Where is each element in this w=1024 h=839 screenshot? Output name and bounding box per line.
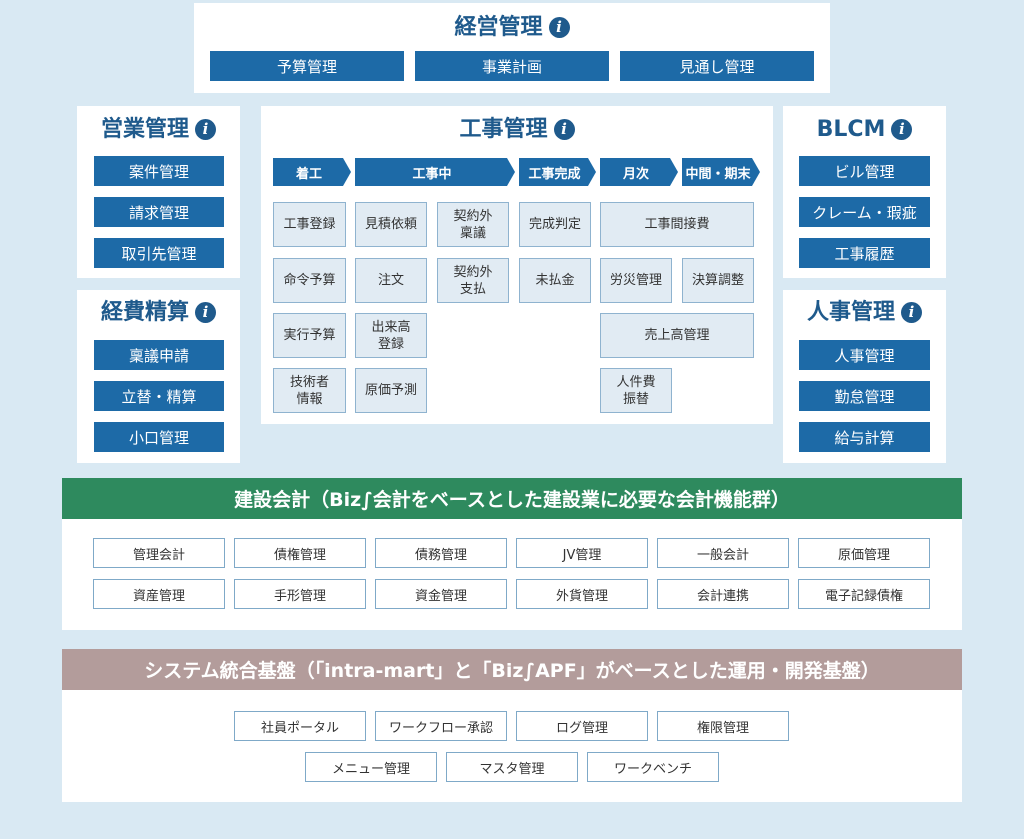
construction-cell[interactable]: 契約外 支払 [437,258,509,303]
expense-title: 経費精算 [100,300,189,325]
client-management-button[interactable]: 取引先管理 [94,238,224,268]
accounting-item[interactable]: 債務管理 [375,538,507,568]
construction-cell[interactable]: 命令予算 [273,258,346,303]
construction-cell[interactable]: 工事登録 [273,202,346,247]
building-management-button[interactable]: ビル管理 [799,156,930,186]
hr-heading: 人事管理 i [783,300,946,326]
phase-completion[interactable]: 工事完成 [519,158,596,186]
reimbursement-button[interactable]: 立替・精算 [94,381,224,411]
phase-monthly[interactable]: 月次 [600,158,678,186]
info-icon[interactable]: i [891,119,913,140]
construction-cell[interactable]: 注文 [355,258,427,303]
info-icon[interactable]: i [553,119,575,140]
construction-cell[interactable]: 契約外 稟議 [437,202,509,247]
accounting-item[interactable]: 資金管理 [375,579,507,609]
hr-title: 人事管理 [806,300,895,325]
construction-cell[interactable]: 決算調整 [682,258,754,303]
attendance-management-button[interactable]: 勤怠管理 [799,381,930,411]
system-item[interactable]: ワークフロー承認 [375,711,507,741]
accounting-item[interactable]: 電子記録債権 [798,579,930,609]
construction-cell[interactable]: 原価予測 [355,368,427,413]
sales-panel: 営業管理 i 案件管理 請求管理 取引先管理 [77,106,240,278]
phase-interim-term[interactable]: 中間・期末 [682,158,760,186]
construction-cell[interactable]: 工事間接費 [600,202,754,247]
forecast-button[interactable]: 見通し管理 [620,51,814,81]
system-banner: システム統合基盤（「intra-mart」と「Biz∫APF」がベースとした運用… [62,649,962,690]
construction-cell[interactable]: 完成判定 [519,202,591,247]
system-item[interactable]: 社員ポータル [234,711,366,741]
construction-cell[interactable]: 技術者 情報 [273,368,346,413]
system-item[interactable]: メニュー管理 [305,752,437,782]
case-management-button[interactable]: 案件管理 [94,156,224,186]
phase-in-progress[interactable]: 工事中 [355,158,515,186]
budget-button[interactable]: 予算管理 [210,51,404,81]
accounting-banner: 建設会計（Biz∫会計をベースとした建設業に必要な会計機能群） [62,478,962,519]
accounting-item[interactable]: JV管理 [516,538,648,568]
business-plan-button[interactable]: 事業計画 [415,51,609,81]
accounting-item[interactable]: 会計連携 [657,579,789,609]
payroll-button[interactable]: 給与計算 [799,422,930,452]
construction-cell[interactable]: 実行予算 [273,313,346,358]
construction-title: 工事管理 [459,117,548,142]
sales-heading: 営業管理 i [77,117,240,143]
approval-request-button[interactable]: 稟議申請 [94,340,224,370]
construction-cell[interactable]: 売上高管理 [600,313,754,358]
petty-cash-button[interactable]: 小口管理 [94,422,224,452]
expense-heading: 経費精算 i [77,300,240,326]
accounting-item[interactable]: 原価管理 [798,538,930,568]
system-item[interactable]: ワークベンチ [587,752,719,782]
construction-cell[interactable]: 出来高 登録 [355,313,427,358]
construction-cell[interactable]: 見積依頼 [355,202,427,247]
claim-defect-button[interactable]: クレーム・瑕疵 [799,197,930,227]
phase-start[interactable]: 着工 [273,158,351,186]
construction-cell[interactable]: 未払金 [519,258,591,303]
billing-management-button[interactable]: 請求管理 [94,197,224,227]
info-icon[interactable]: i [195,119,216,140]
accounting-item[interactable]: 外貨管理 [516,579,648,609]
construction-cell[interactable]: 人件費 振替 [600,368,672,413]
system-item[interactable]: 権限管理 [657,711,789,741]
accounting-item[interactable]: 手形管理 [234,579,366,609]
accounting-item[interactable]: 資産管理 [93,579,225,609]
blcm-title: BLCM [816,117,886,142]
system-item[interactable]: マスタ管理 [446,752,578,782]
expense-panel: 経費精算 i 稟議申請 立替・精算 小口管理 [77,290,240,463]
construction-history-button[interactable]: 工事履歴 [799,238,930,268]
accounting-item[interactable]: 債権管理 [234,538,366,568]
construction-cell[interactable]: 労災管理 [600,258,672,303]
system-item[interactable]: ログ管理 [516,711,648,741]
accounting-item[interactable]: 管理会計 [93,538,225,568]
sales-title: 営業管理 [100,117,189,142]
personnel-management-button[interactable]: 人事管理 [799,340,930,370]
info-icon[interactable]: i [901,302,922,323]
info-icon[interactable]: i [195,302,216,323]
info-icon[interactable]: i [548,17,570,38]
management-title: 経営管理 [454,15,543,40]
accounting-item[interactable]: 一般会計 [657,538,789,568]
hr-panel: 人事管理 i 人事管理 勤怠管理 給与計算 [783,290,946,463]
